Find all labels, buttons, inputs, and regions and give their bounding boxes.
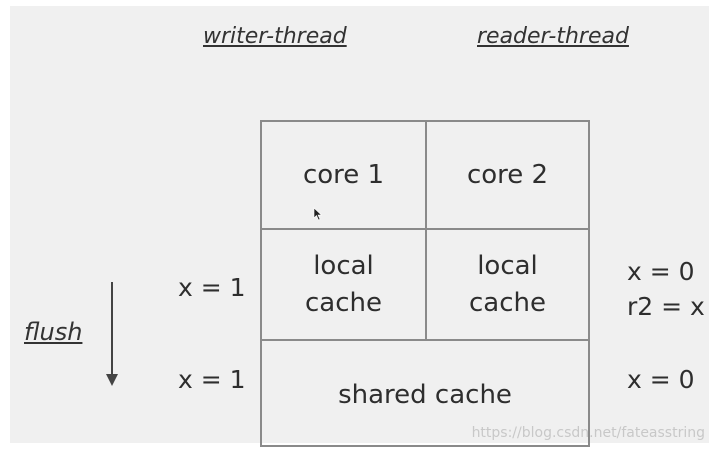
local-cache-right-cell: local cache [425,228,590,341]
reader-shared-value: x = 0 [627,365,695,394]
writer-local-value: x = 1 [178,273,246,302]
local-cache-left-cell: local cache [260,228,427,341]
mouse-pointer-icon [313,207,323,221]
watermark-url: https://blog.csdn.net/fateasstring [471,425,705,441]
core-2-cell: core 2 [425,120,590,230]
diagram-canvas [10,6,709,443]
reader-local-values: x = 0 r2 = x [627,257,705,321]
flush-label: flush [24,318,83,346]
flush-arrow-icon [106,282,118,386]
shared-cache-cell: shared cache [260,339,590,447]
writer-shared-value: x = 1 [178,365,246,394]
reader-thread-heading: reader-thread [477,24,629,49]
writer-thread-heading: writer-thread [203,24,347,49]
core-1-cell: core 1 [260,120,427,230]
